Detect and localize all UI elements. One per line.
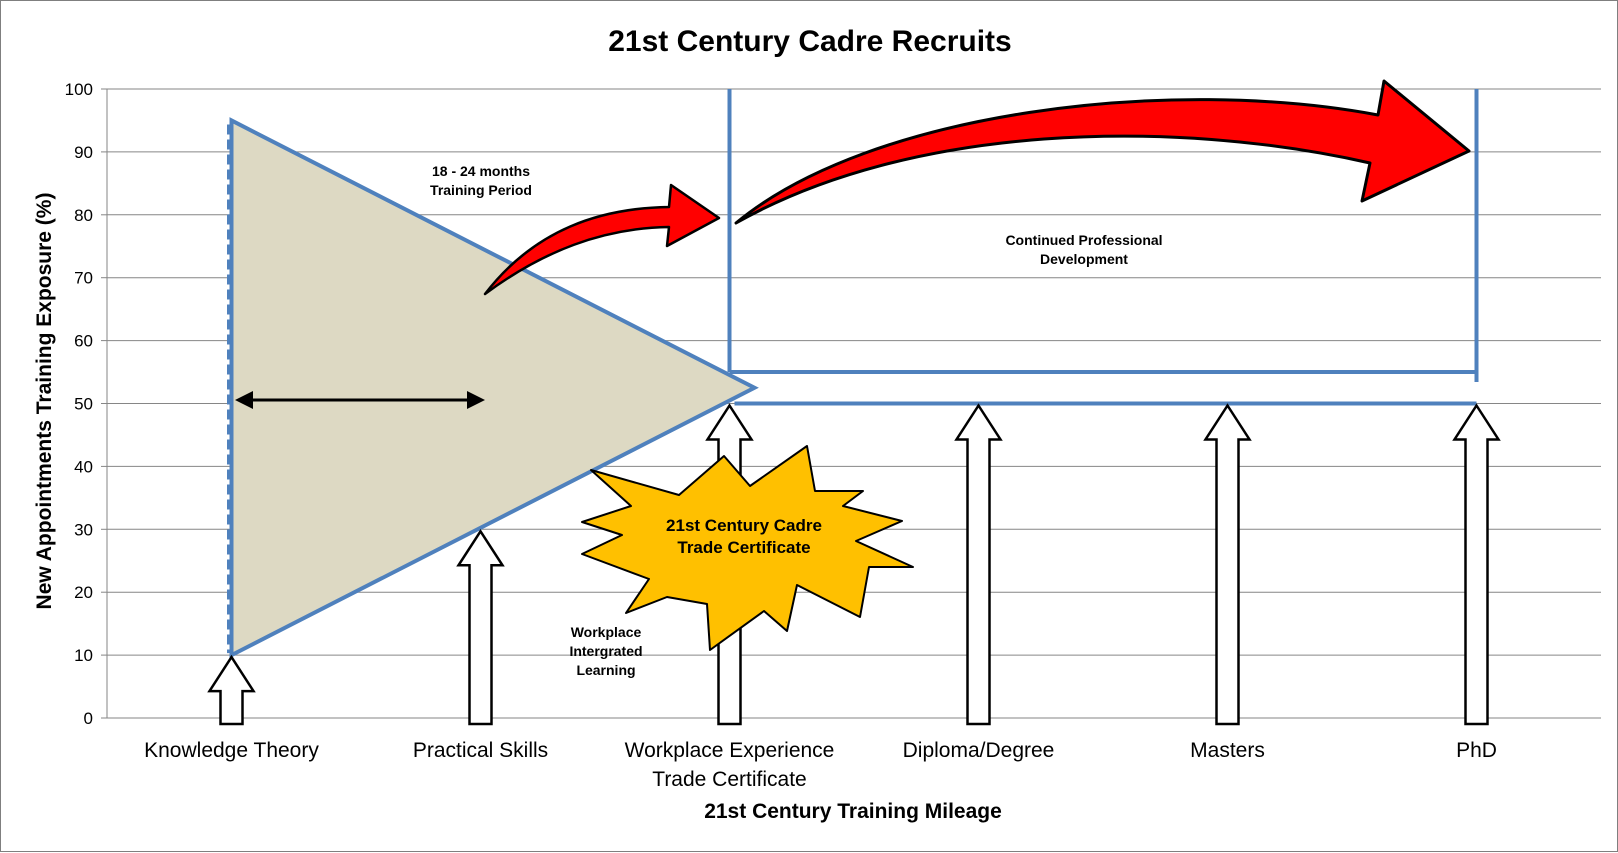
y-tick-label: 80 [74,206,93,225]
y-tick-label: 90 [74,143,93,162]
diagram-shapes [227,89,1479,659]
category-arrow [1452,403,1501,726]
chart-title: 21st Century Cadre Recruits [608,25,1011,58]
y-tick-label: 100 [65,80,93,99]
certificate-label-line1: 21st Century Cadre [666,516,822,535]
y-tick-label: 70 [74,269,93,288]
x-category-label: PhD [1456,739,1497,762]
category-arrow [1203,403,1252,726]
y-tick-label: 60 [74,332,93,351]
y-tick-label: 10 [74,646,93,665]
double-arrow [235,391,485,409]
x-category-label: Practical Skills [413,739,548,762]
cpd-line1: Continued Professional [1005,232,1162,248]
x-axis-title: 21st Century Training Mileage [704,800,1002,823]
large-red-arrow [734,79,1471,225]
y-tick-label: 30 [74,520,93,539]
category-arrow [207,654,256,726]
x-category-label: Trade Certificate [652,768,806,791]
wil-line1: Workplace [571,624,642,640]
cpd-line2: Development [1040,251,1128,267]
category-arrow [456,528,505,726]
y-axis-title: New Appointments Training Exposure (%) [33,193,56,610]
x-category-label: Workplace Experience [625,739,835,762]
x-category-label: Knowledge Theory [144,739,319,762]
training-period-line1: 18 - 24 months [432,163,530,179]
certificate-starburst [581,445,914,651]
training-period-line2: Training Period [430,182,532,198]
y-tick-label: 0 [84,709,93,728]
y-tick-label: 20 [74,583,93,602]
x-category-label: Masters [1190,739,1265,762]
x-category-labels: Knowledge Theory Practical Skills Workplac… [144,739,1497,791]
y-tick-label: 50 [74,395,93,414]
x-category-label: Diploma/Degree [903,739,1055,762]
y-tick-labels: 0 10 20 30 40 50 60 70 80 90 100 [65,80,93,728]
small-red-arrow [483,183,721,296]
wil-line3: Learning [576,662,635,678]
certificate-label-line2: Trade Certificate [677,538,810,557]
y-tick-label: 40 [74,457,93,476]
wil-line2: Intergrated [569,643,642,659]
category-arrow [954,403,1003,726]
